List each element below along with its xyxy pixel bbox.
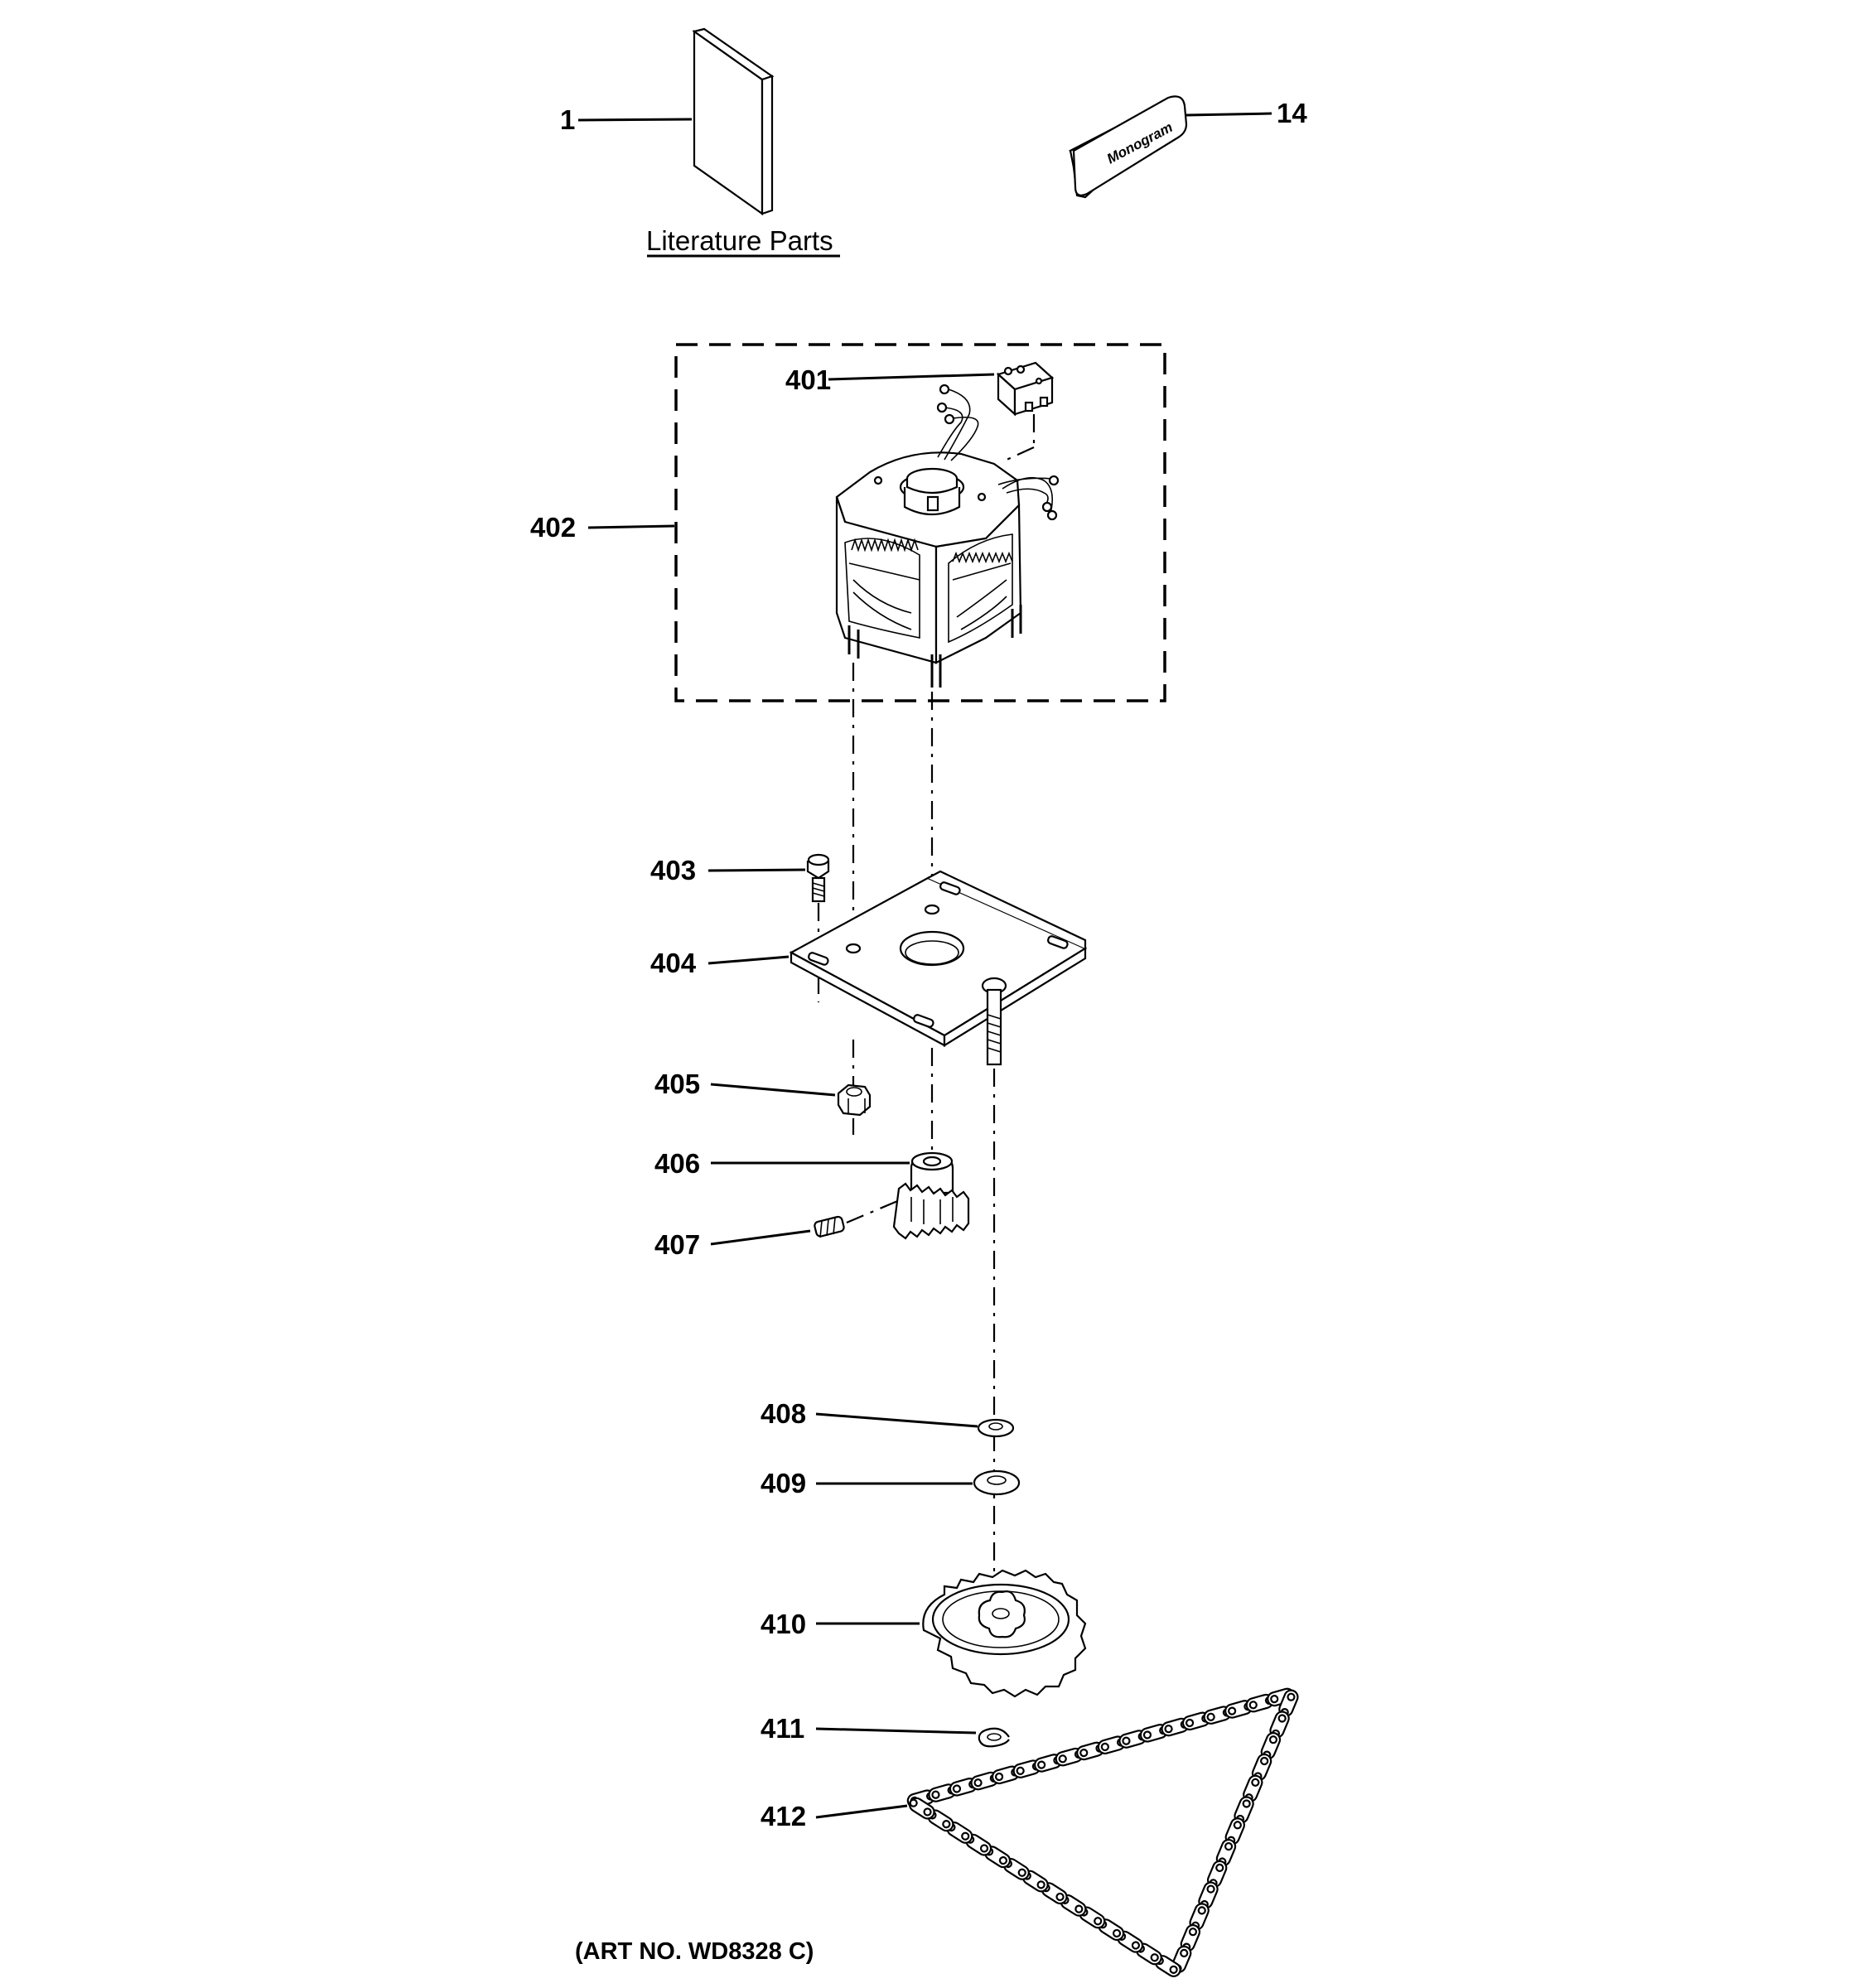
retaining-ring — [978, 1727, 1010, 1748]
leader-402 — [587, 524, 675, 529]
leader-411 — [815, 1727, 977, 1735]
callout-411: 411 — [761, 1713, 804, 1744]
leader-412 — [815, 1804, 908, 1819]
leader-404 — [707, 955, 790, 965]
chain-link — [908, 1797, 935, 1820]
callout-407: 407 — [654, 1229, 700, 1260]
callout-406: 406 — [654, 1148, 700, 1179]
callout-412: 412 — [761, 1801, 806, 1831]
callout-409: 409 — [761, 1468, 806, 1498]
washer-large — [973, 1469, 1021, 1496]
callout-403: 403 — [650, 855, 696, 885]
leader-14 — [1186, 112, 1272, 117]
callout-408: 408 — [761, 1398, 806, 1429]
motor-mount-plate — [789, 870, 1088, 1066]
callout-401: 401 — [785, 364, 831, 395]
callout-404: 404 — [650, 948, 697, 978]
chain-link — [1060, 1894, 1087, 1917]
callout-402: 402 — [530, 512, 576, 543]
set-screw — [814, 1215, 845, 1238]
leader-1 — [577, 118, 693, 122]
leader-403 — [707, 868, 806, 872]
mount-bolt — [806, 853, 830, 903]
monogram-badge: Monogram — [1068, 95, 1188, 199]
callout-14: 14 — [1277, 98, 1307, 128]
callout-1: 1 — [560, 104, 575, 135]
literature-parts-caption: Literature Parts — [646, 225, 833, 256]
leader-407 — [710, 1229, 811, 1246]
chain-link — [1251, 1753, 1272, 1781]
pinion-gear — [892, 1151, 970, 1240]
hex-nut — [837, 1083, 872, 1117]
literature-booklet — [692, 27, 775, 216]
terminal-block — [996, 361, 1055, 417]
drive-chain — [906, 1687, 1299, 1977]
leader-405 — [710, 1083, 836, 1097]
terminal-block-guide-2 — [1006, 446, 1035, 461]
motor-assembly-box — [674, 343, 1166, 702]
guide-set-screw — [846, 1198, 902, 1224]
art-number: (ART NO. WD8328 C) — [575, 1938, 814, 1965]
leader-401 — [828, 373, 995, 381]
leader-408 — [815, 1412, 978, 1428]
drive-sprocket — [922, 1569, 1087, 1698]
callout-410: 410 — [761, 1609, 806, 1639]
callout-405: 405 — [654, 1069, 700, 1099]
drive-motor — [835, 384, 1060, 688]
washer-small — [977, 1418, 1015, 1438]
